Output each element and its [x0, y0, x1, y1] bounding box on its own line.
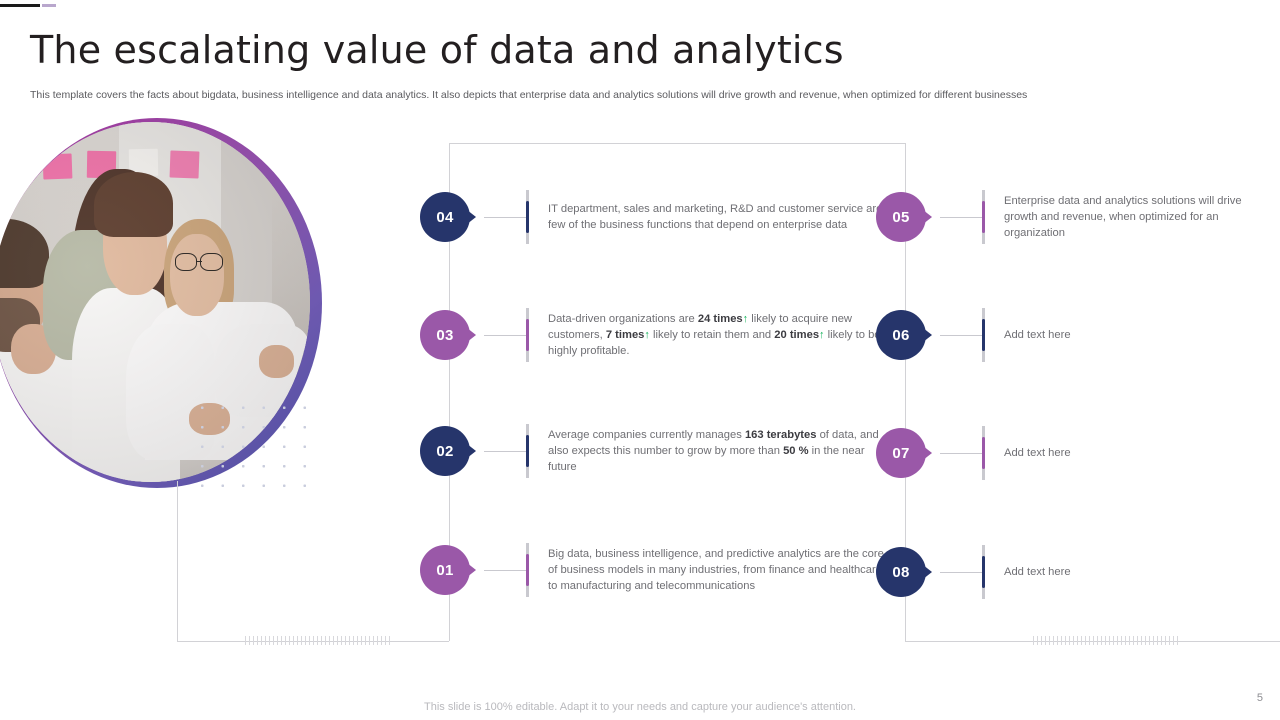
frame-line-vertical-left [449, 143, 450, 641]
page-title: The escalating value of data and analyti… [30, 28, 844, 72]
content-item-text: IT department, sales and marketing, R&D … [548, 201, 888, 233]
photo-woman2-hand [259, 345, 295, 378]
footer-note: This slide is 100% editable. Adapt it to… [424, 701, 856, 713]
step-badge-02[interactable]: 02 [420, 426, 470, 476]
content-item-text: Add text here [1004, 445, 1264, 461]
step-number-label: 07 [892, 444, 910, 462]
step-number-label: 02 [436, 442, 454, 460]
text-run: Enterprise data and analytics solutions … [1004, 195, 1242, 239]
top-accent-bar-black [0, 4, 40, 7]
content-item-text: Add text here [1004, 327, 1264, 343]
marker-bar [526, 424, 529, 478]
text-run: likely to be highly profitable. [548, 329, 881, 357]
frame-line-vertical-outer-left [177, 481, 178, 641]
highlighted-value: 24 times [697, 313, 743, 325]
highlighted-value: 20 times [774, 329, 820, 341]
highlighted-value: 50 % [783, 445, 809, 457]
top-accent-bar-purple [42, 4, 56, 7]
arrow-up-icon: ↑ [644, 329, 650, 341]
content-item-text: Enterprise data and analytics solutions … [1004, 193, 1264, 241]
step-number-label: 03 [436, 326, 454, 344]
photo-glasses-left-lens [174, 253, 198, 272]
frame-line-horizontal-top [449, 143, 906, 144]
connector-line [484, 334, 526, 336]
text-run: in the near future [548, 445, 865, 473]
photo-glasses-bridge [196, 260, 202, 263]
photo-image [0, 122, 310, 482]
step-number-label: 06 [892, 326, 910, 344]
marker-bar [526, 308, 529, 362]
marker-bar [982, 545, 985, 599]
highlighted-value: 7 times [605, 329, 645, 341]
photo-ring-border [0, 118, 322, 488]
connector-line [940, 334, 982, 336]
step-badge-06[interactable]: 06 [876, 310, 926, 360]
text-run: Add text here [1004, 566, 1071, 578]
dot-pattern-decoration [192, 398, 310, 498]
text-run: likely to acquire new customers, [548, 313, 853, 341]
step-badge-01[interactable]: 01 [420, 545, 470, 595]
content-item-01[interactable]: 01 Big data, business intelligence, and p… [420, 543, 888, 597]
step-badge-03[interactable]: 03 [420, 310, 470, 360]
step-badge-04[interactable]: 04 [420, 192, 470, 242]
tick-decoration-left [245, 636, 391, 645]
marker-bar [526, 543, 529, 597]
content-item-02[interactable]: 02 Average companies currently manages 16… [420, 424, 888, 478]
step-badge-05[interactable]: 05 [876, 192, 926, 242]
step-number-label: 08 [892, 563, 910, 581]
connector-line [940, 452, 982, 454]
content-item-03[interactable]: 03 Data-driven organizations are 24 times… [420, 308, 888, 362]
text-run: IT department, sales and marketing, R&D … [548, 203, 883, 231]
arrow-up-icon: ↑ [819, 329, 825, 341]
text-run: Add text here [1004, 329, 1071, 341]
content-item-04[interactable]: 04 IT department, sales and marketing, R&… [420, 190, 888, 244]
frame-line-vertical-right [905, 143, 906, 641]
text-run: Add text here [1004, 447, 1071, 459]
connector-line [484, 216, 526, 218]
step-number-label: 05 [892, 208, 910, 226]
step-badge-08[interactable]: 08 [876, 547, 926, 597]
content-item-05[interactable]: 05 Enterprise data and analytics solution… [876, 190, 1264, 244]
text-run: Average companies currently manages [548, 429, 745, 441]
connector-line [940, 216, 982, 218]
text-run: Big data, business intelligence, and pre… [548, 548, 884, 592]
marker-bar [982, 426, 985, 480]
step-badge-07[interactable]: 07 [876, 428, 926, 478]
team-photo [0, 118, 322, 488]
highlighted-value: 163 terabytes [744, 429, 817, 441]
marker-bar [526, 190, 529, 244]
connector-line [940, 571, 982, 573]
content-item-text: Data-driven organizations are 24 times↑ … [548, 311, 888, 359]
photo-woman2-face [170, 233, 225, 317]
connector-line [484, 569, 526, 571]
page-subtitle: This template covers the facts about big… [30, 89, 1028, 101]
photo-woman1-hair-top [93, 172, 174, 238]
text-run: of data, and also expects this number to… [548, 429, 879, 457]
tick-decoration-right [1033, 636, 1179, 645]
photo-glasses-right-lens [200, 253, 223, 272]
connector-line [484, 450, 526, 452]
content-item-08[interactable]: 08 Add text here [876, 545, 1264, 599]
content-item-text: Average companies currently manages 163 … [548, 427, 888, 475]
content-item-07[interactable]: 07 Add text here [876, 426, 1264, 480]
content-item-text: Big data, business intelligence, and pre… [548, 546, 888, 594]
step-number-label: 01 [436, 561, 454, 579]
step-number-label: 04 [436, 208, 454, 226]
content-item-06[interactable]: 06 Add text here [876, 308, 1264, 362]
marker-bar [982, 190, 985, 244]
arrow-up-icon: ↑ [742, 313, 749, 325]
marker-bar [982, 308, 985, 362]
content-item-text: Add text here [1004, 564, 1264, 580]
text-run: likely to retain them and [649, 329, 775, 341]
text-run: Data-driven organizations are [548, 313, 698, 325]
page-number: 5 [1256, 692, 1263, 704]
